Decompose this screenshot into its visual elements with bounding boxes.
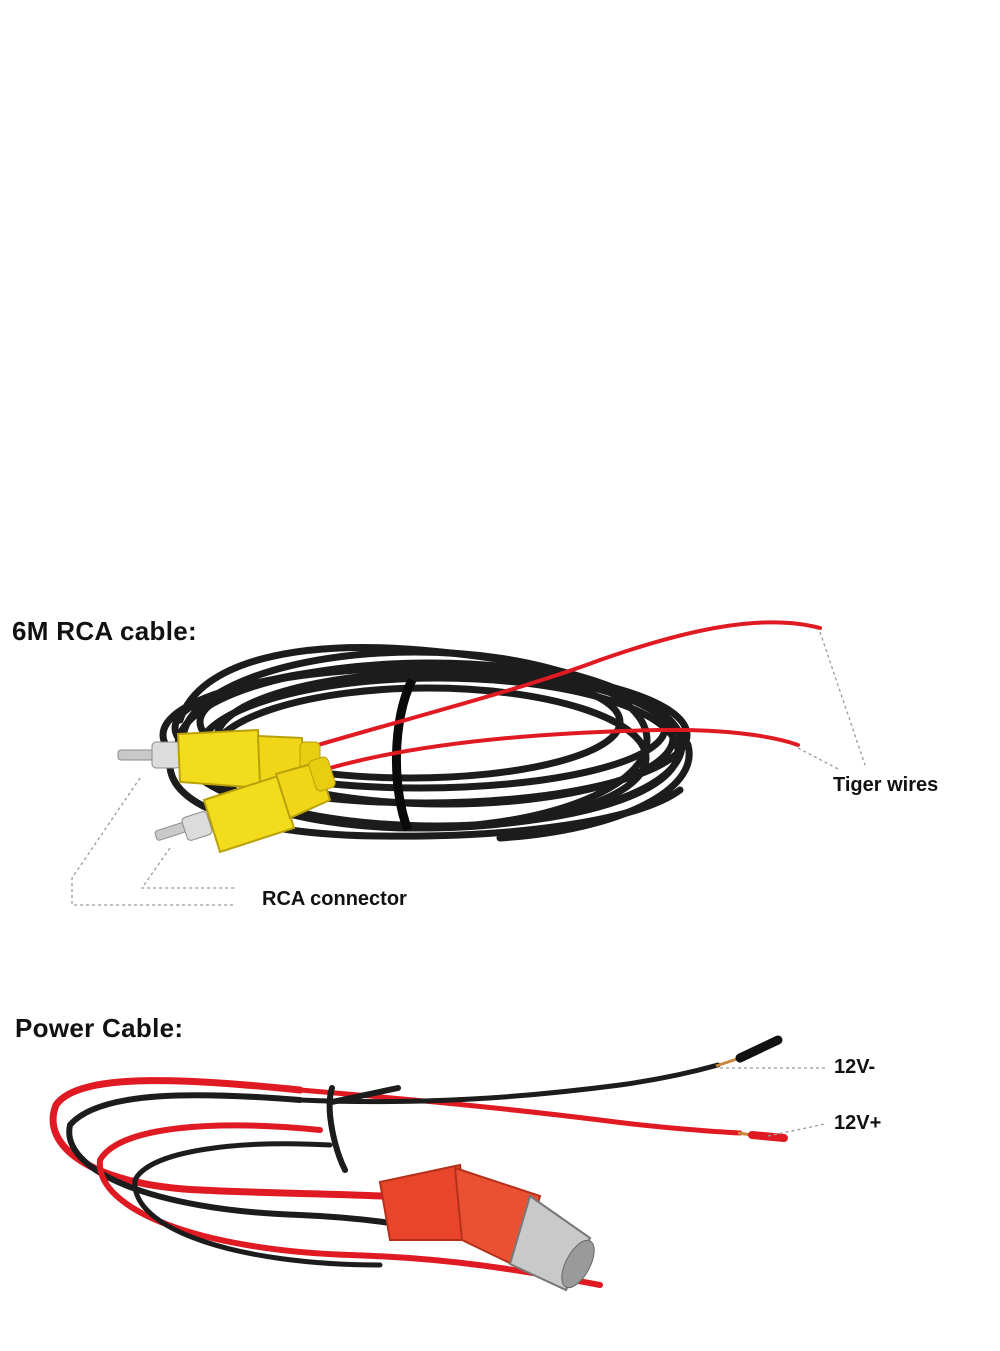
rca-leader-lines xyxy=(71,631,866,906)
power-cable-heading: Power Cable: xyxy=(15,1013,184,1043)
rca-connector-label: RCA connector xyxy=(262,888,407,910)
12v-negative-label: 12V- xyxy=(834,1056,876,1078)
tiger-wires-label: Tiger wires xyxy=(833,774,939,796)
power-leader-lines xyxy=(720,1067,826,1137)
rca-cable-heading: 6M RCA cable: xyxy=(12,616,197,646)
power-zip-tie xyxy=(326,1085,401,1173)
power-wire-ends xyxy=(715,1035,788,1142)
rca-connector-2 xyxy=(154,756,336,854)
dc-power-plug xyxy=(378,1163,595,1292)
power-cable-loops xyxy=(49,1062,743,1288)
rca-connector-1 xyxy=(117,728,321,790)
rca-zip-tie xyxy=(391,677,417,832)
tiger-wires xyxy=(316,620,822,770)
12v-positive-label: 12V+ xyxy=(834,1112,882,1134)
